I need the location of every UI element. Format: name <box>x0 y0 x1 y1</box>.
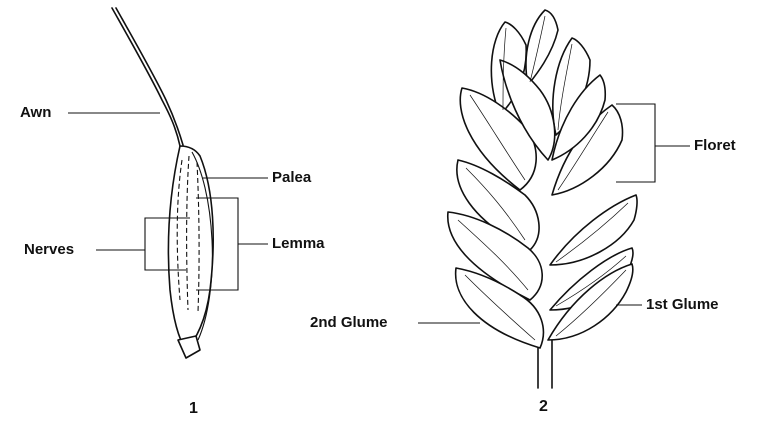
awn-shape <box>112 8 180 146</box>
figure-number-1: 1 <box>189 400 198 418</box>
label-nerves: Nerves <box>24 241 74 259</box>
label-floret: Floret <box>694 137 736 155</box>
label-awn: Awn <box>20 104 51 122</box>
figure-number-2: 2 <box>539 398 548 416</box>
floret-base <box>178 336 200 358</box>
spikelet-illustration <box>448 10 637 388</box>
label-second-glume: 2nd Glume <box>310 314 388 332</box>
lemma-shape <box>168 146 213 350</box>
label-palea: Palea <box>272 169 311 187</box>
floret-illustration <box>112 8 213 358</box>
floret-shape <box>526 10 558 85</box>
label-first-glume: 1st Glume <box>646 296 719 314</box>
label-lemma: Lemma <box>272 235 325 253</box>
